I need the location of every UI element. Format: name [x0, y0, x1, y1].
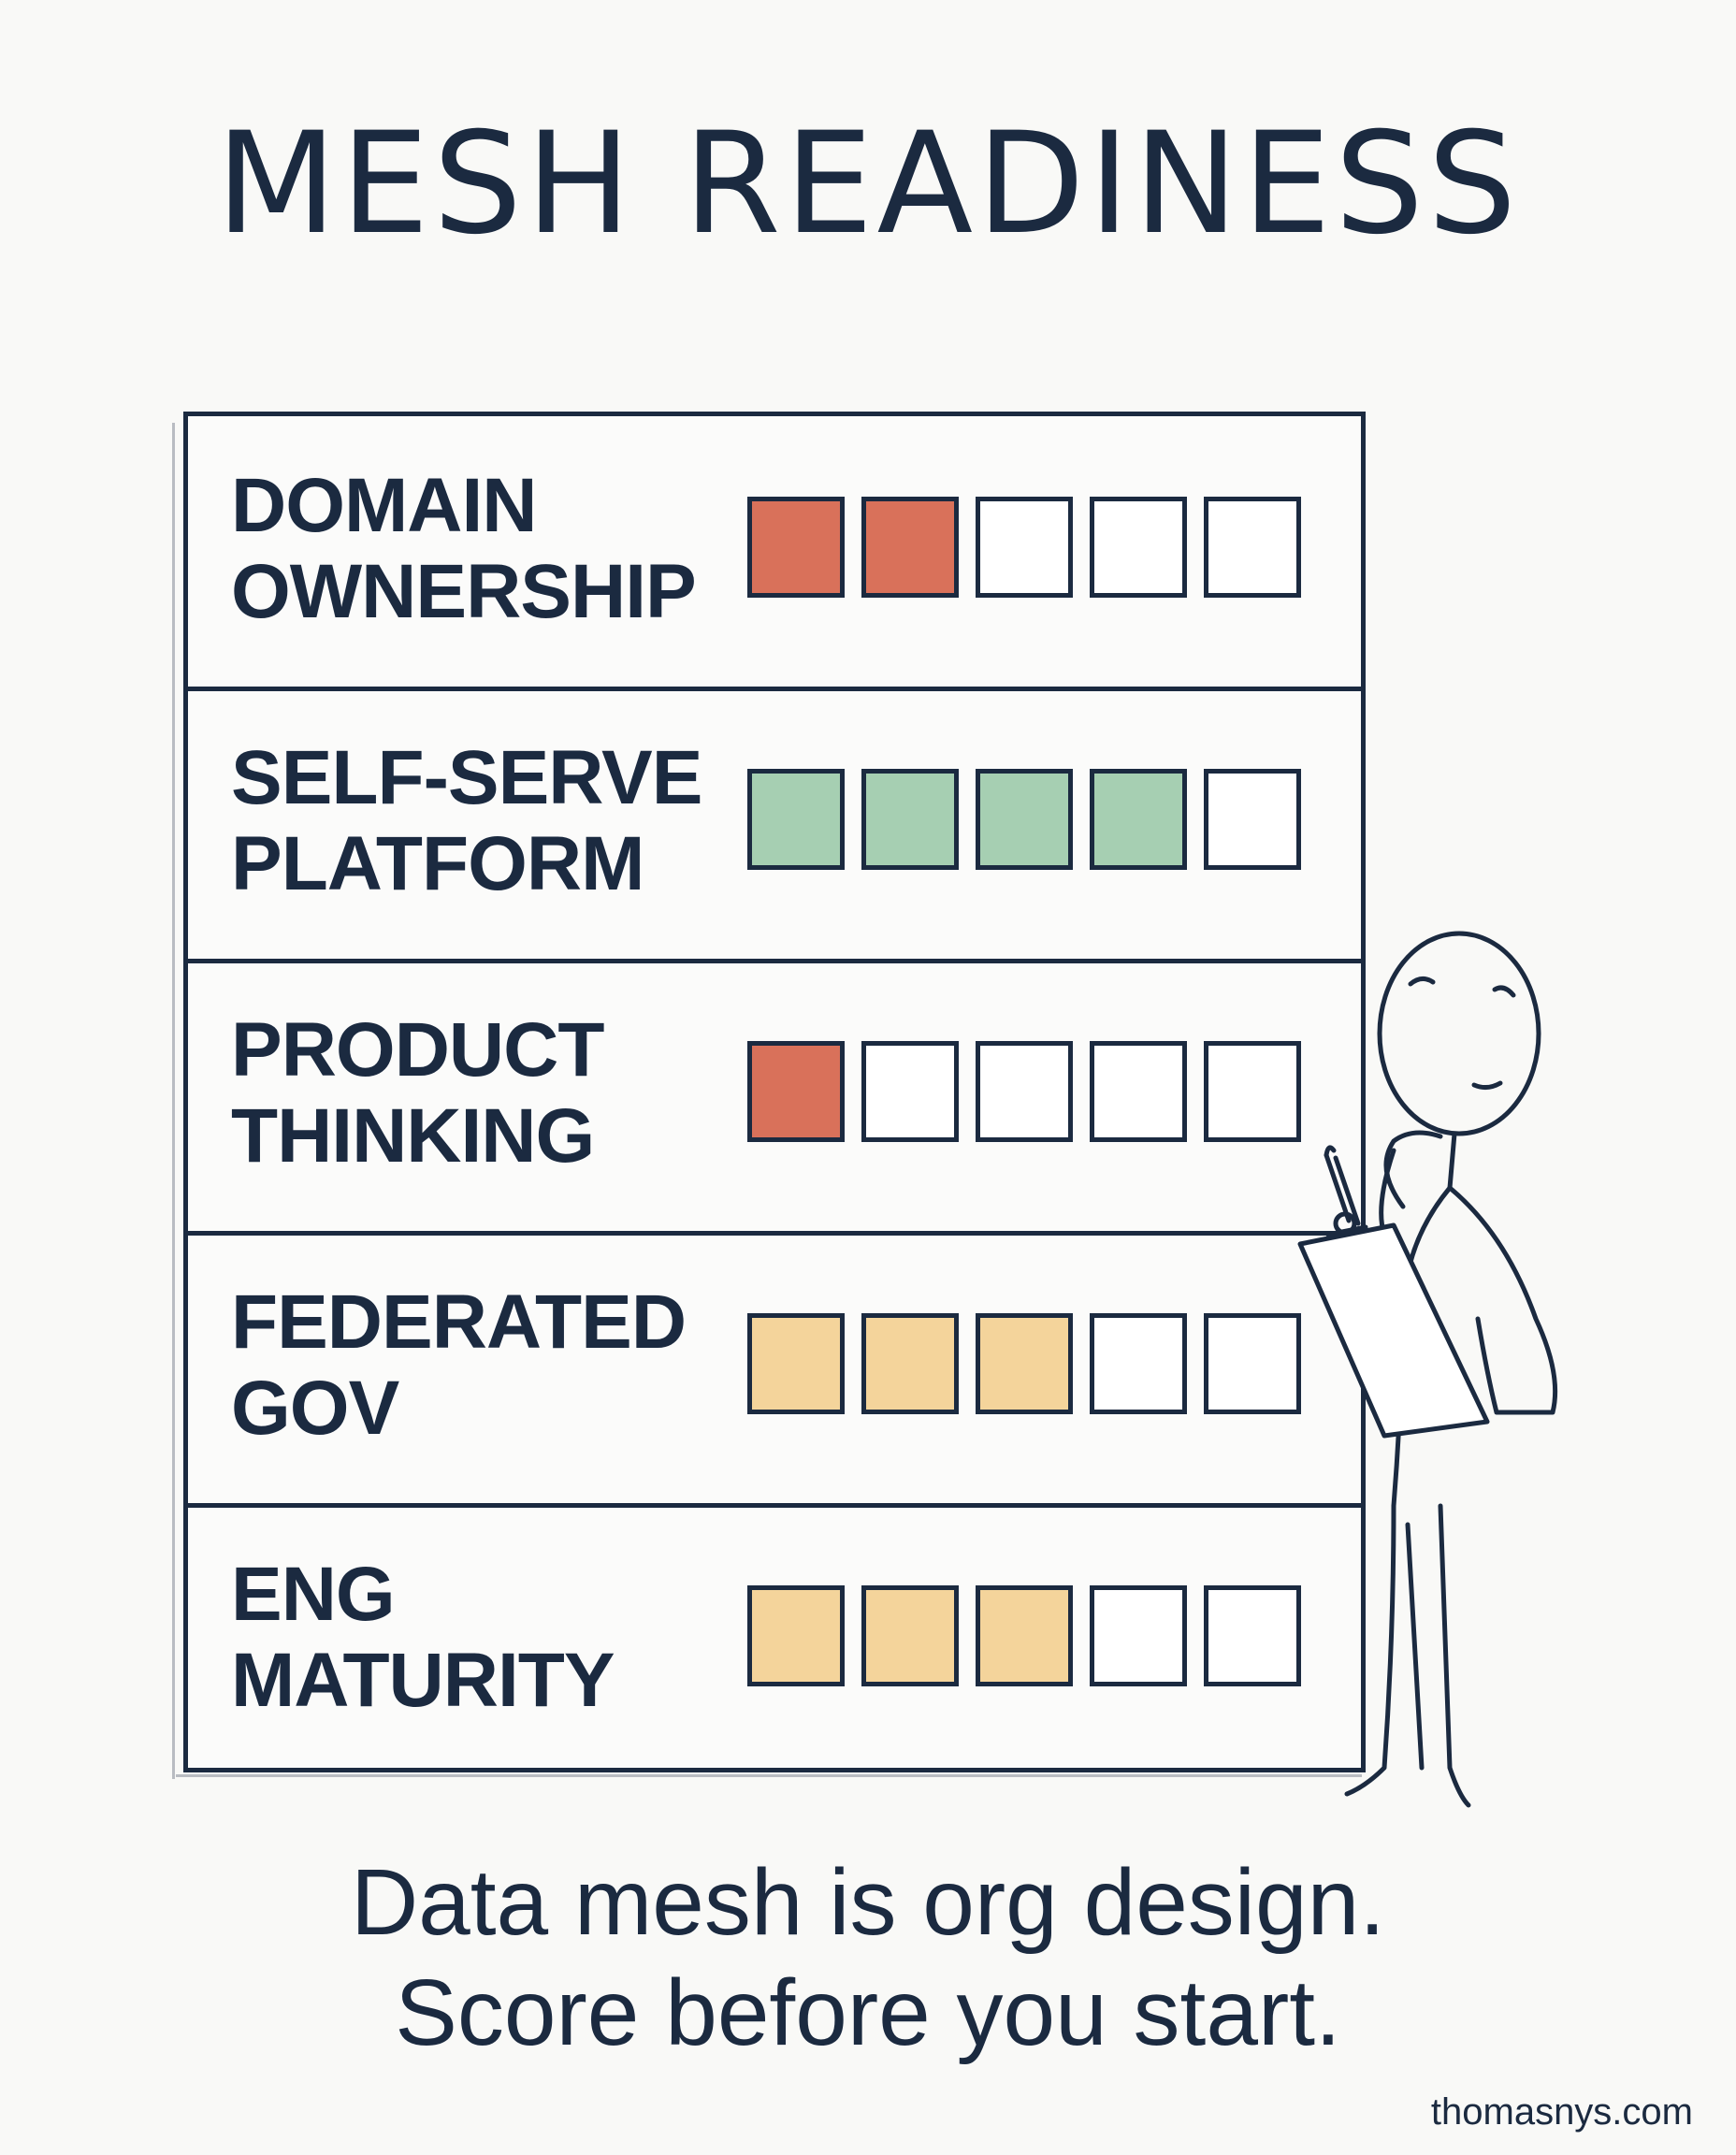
score-cell-filled — [976, 1585, 1073, 1686]
site-credit: thomasnys.com — [1430, 2091, 1693, 2133]
score-cell-empty — [861, 1041, 959, 1142]
score-cells — [747, 1041, 1301, 1146]
score-cell-empty — [1090, 1313, 1187, 1414]
score-cell-filled — [747, 1041, 845, 1142]
row-label-line-2: MATURITY — [231, 1638, 615, 1723]
thinking-stick-figure — [1297, 931, 1558, 1808]
row-label-line-1: PRODUCT — [231, 1007, 604, 1092]
caption-line-1: Data mesh is org design. — [350, 1850, 1386, 1955]
score-cell-filled — [976, 769, 1073, 870]
score-cell-empty — [1204, 497, 1301, 598]
score-cell-filled — [1090, 769, 1187, 870]
clipboard — [1297, 1222, 1490, 1439]
score-cell-empty — [1090, 1585, 1187, 1686]
score-cell-filled — [861, 497, 959, 598]
score-cell-filled — [861, 769, 959, 870]
score-cell-filled — [747, 497, 845, 598]
score-cell-filled — [861, 1313, 959, 1414]
caption: Data mesh is org design. Score before yo… — [0, 1847, 1736, 2068]
board-shadow-left — [172, 423, 182, 1779]
score-cell-empty — [1090, 1041, 1187, 1142]
score-cell-empty — [976, 1041, 1073, 1142]
row-divider — [188, 1503, 1361, 1508]
head — [1377, 931, 1541, 1136]
score-cell-empty — [1204, 769, 1301, 870]
score-cell-empty — [976, 497, 1073, 598]
row-divider — [188, 959, 1361, 963]
row-divider — [188, 687, 1361, 691]
score-cell-filled — [976, 1313, 1073, 1414]
row-label-line-1: FEDERATED — [231, 1280, 687, 1365]
score-cells — [747, 769, 1301, 874]
row-label-line-1: ENG — [231, 1552, 396, 1637]
row-label-line-2: THINKING — [231, 1093, 595, 1179]
score-cell-empty — [1204, 1041, 1301, 1142]
score-cells — [747, 497, 1301, 601]
score-cell-filled — [747, 1585, 845, 1686]
score-cell-empty — [1204, 1585, 1301, 1686]
score-cell-filled — [747, 1313, 845, 1414]
pen-icon — [1324, 1145, 1361, 1226]
row-label-line-2: PLATFORM — [231, 821, 644, 906]
row-label-line-1: SELF-SERVE — [231, 735, 702, 820]
score-cell-empty — [1090, 497, 1187, 598]
score-cell-empty — [1204, 1313, 1301, 1414]
row-label-line-1: DOMAIN — [231, 463, 538, 548]
page-title: MESH READINESS — [215, 103, 1521, 266]
score-cell-filled — [861, 1585, 959, 1686]
caption-line-2: Score before you start. — [395, 1960, 1341, 2065]
score-cell-filled — [747, 769, 845, 870]
score-cells — [747, 1585, 1301, 1690]
row-divider — [188, 1231, 1361, 1236]
score-cells — [747, 1313, 1301, 1418]
board-shadow-bottom — [176, 1774, 1362, 1783]
row-label-line-2: GOV — [231, 1366, 399, 1451]
row-label-line-2: OWNERSHIP — [231, 549, 697, 634]
